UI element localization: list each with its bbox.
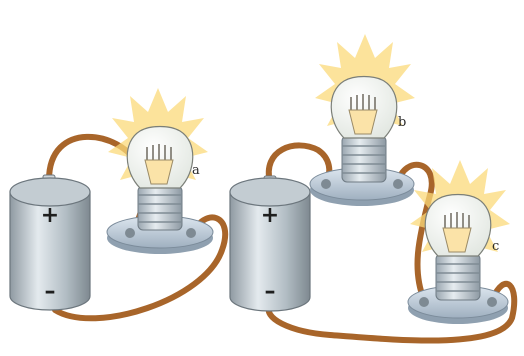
battery-right-negative: –: [265, 279, 276, 304]
battery-right-positive: +: [261, 203, 279, 228]
battery-left: + –: [10, 175, 90, 310]
bulb-c-label: c: [492, 239, 499, 254]
bulb-b: b: [310, 34, 415, 206]
bulb-b-label: b: [398, 115, 406, 130]
right-circuit: + – b: [230, 34, 514, 341]
battery-right: + –: [230, 176, 310, 311]
battery-left-negative: –: [45, 279, 56, 304]
bulb-a: a: [107, 88, 213, 254]
battery-left-positive: +: [41, 203, 59, 228]
bulb-a-label: a: [192, 163, 200, 178]
left-circuit: + – a: [10, 88, 225, 318]
bulb-c: c: [408, 160, 510, 324]
